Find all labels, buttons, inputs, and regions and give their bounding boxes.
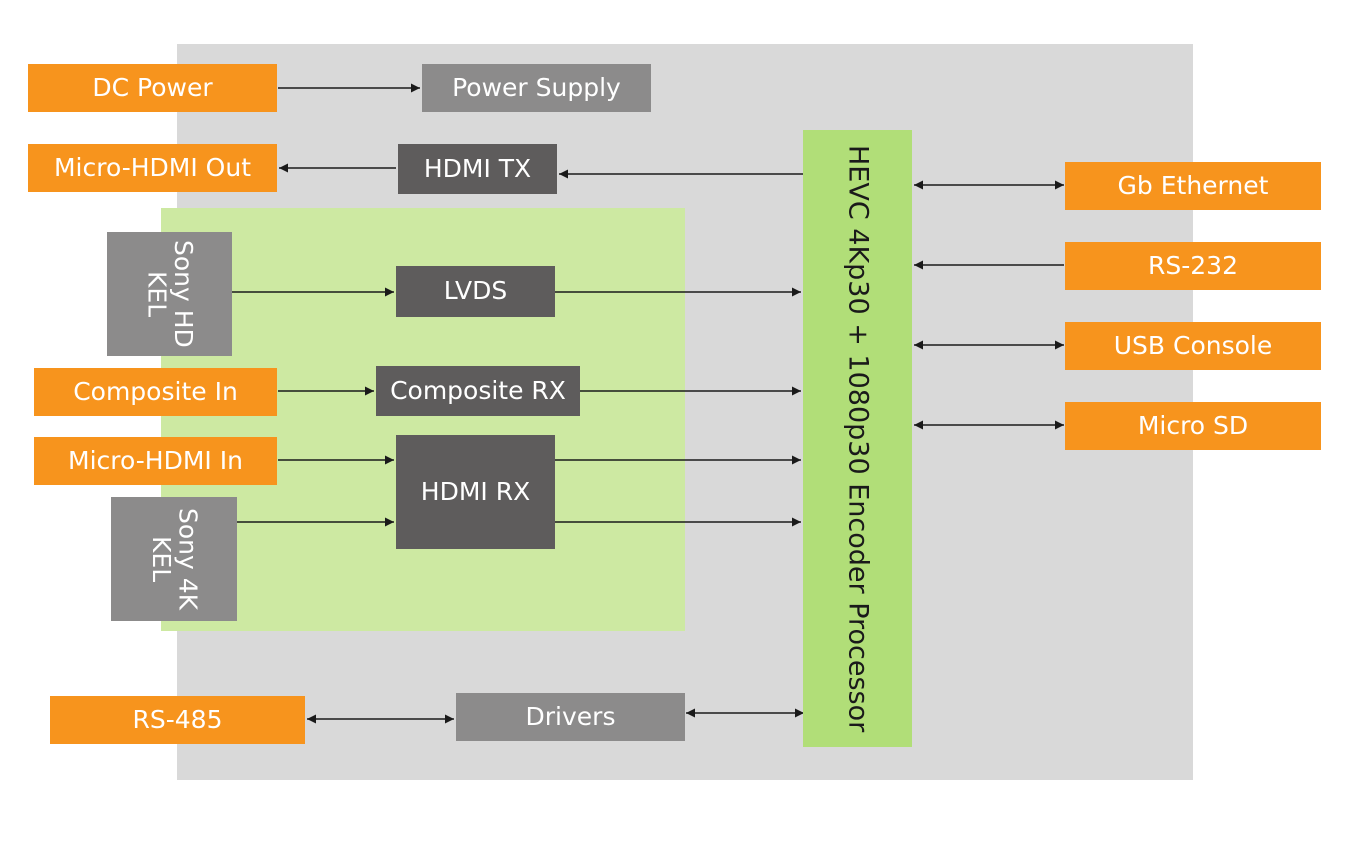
- power-supply-block: Power Supply: [422, 64, 651, 112]
- micro-hdmi-out-block: Micro-HDMI Out: [28, 144, 277, 192]
- lvds-block: LVDS: [396, 266, 555, 317]
- micro-sd-block: Micro SD: [1065, 402, 1321, 450]
- hdmi-rx-block: HDMI RX: [396, 435, 555, 549]
- gb-ethernet-block: Gb Ethernet: [1065, 162, 1321, 210]
- sony-4k-kel-block: Sony 4K KEL: [111, 497, 237, 621]
- rs232-block: RS-232: [1065, 242, 1321, 290]
- hdmi-tx-block: HDMI TX: [398, 144, 557, 194]
- sony-hd-kel-label: Sony HD KEL: [142, 240, 198, 348]
- micro-hdmi-in-block: Micro-HDMI In: [34, 437, 277, 485]
- usb-console-block: USB Console: [1065, 322, 1321, 370]
- sony-4k-kel-label: Sony 4K KEL: [147, 507, 203, 611]
- sony-hd-kel-block: Sony HD KEL: [107, 232, 232, 356]
- composite-rx-block: Composite RX: [376, 366, 580, 416]
- dc-power-block: DC Power: [28, 64, 277, 112]
- drivers-block: Drivers: [456, 693, 685, 741]
- encoder-processor-label: HEVC 4Kp30 + 1080p30 Encoder Processor: [842, 144, 874, 733]
- composite-in-block: Composite In: [34, 368, 277, 416]
- rs485-block: RS-485: [50, 696, 305, 744]
- encoder-processor-block: HEVC 4Kp30 + 1080p30 Encoder Processor: [803, 130, 912, 747]
